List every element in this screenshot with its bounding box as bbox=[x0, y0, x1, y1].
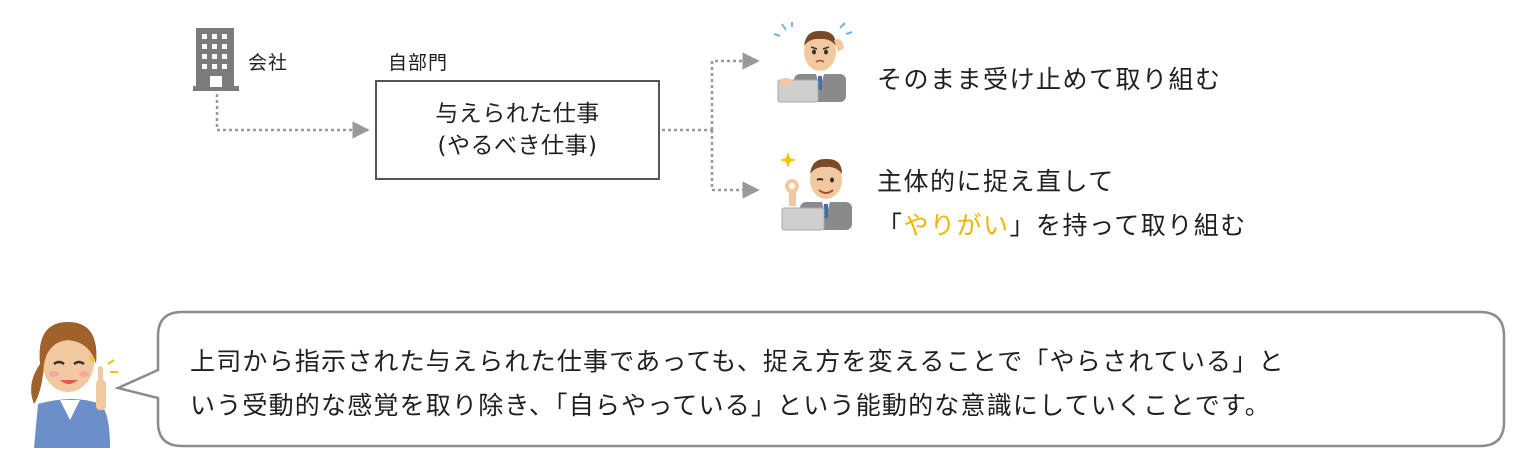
task-box: 与えられた仕事 (やるべき仕事) bbox=[375, 80, 660, 180]
outcome-2-line2: 「やりがい」を持って取り組む bbox=[877, 204, 1247, 248]
confident-man-icon bbox=[780, 152, 852, 231]
speech-line1: 上司から指示された与えられた仕事であっても、捉え方を変えることで「やらされている… bbox=[190, 347, 1285, 376]
company-to-task-arrow bbox=[215, 94, 370, 139]
outcome-2-suffix: 」を持って取り組む bbox=[1009, 211, 1247, 240]
task-box-line2: (やるべき仕事) bbox=[437, 133, 598, 159]
building-icon bbox=[193, 28, 239, 91]
department-label: 自部門 bbox=[388, 52, 449, 74]
branch-lower-arrow bbox=[710, 130, 760, 199]
task-box-line1: 与えられた仕事 bbox=[435, 101, 600, 127]
company-label: 会社 bbox=[248, 52, 289, 74]
flow-connectors bbox=[215, 52, 760, 199]
outcome-2: 主体的に捉え直して 「やりがい」を持って取り組む bbox=[877, 160, 1247, 248]
speech-bubble-shape bbox=[114, 310, 1506, 448]
branch-upper-arrow bbox=[710, 52, 760, 130]
speech-line2: いう受動的な感覚を取り除き、「自らやっている」という能動的な意識にしていくことで… bbox=[190, 391, 1271, 420]
outcome-1-text: そのまま受け止めて取り組む bbox=[877, 65, 1222, 94]
outcome-2-line1: 主体的に捉え直して bbox=[877, 167, 1115, 196]
highlight-text: やりがい bbox=[903, 211, 1010, 240]
woman-pointing-icon bbox=[31, 322, 118, 448]
outcome-2-prefix: 「 bbox=[877, 211, 904, 240]
speech-bubble-text: 上司から指示された与えられた仕事であっても、捉え方を変えることで「やらされている… bbox=[190, 340, 1285, 428]
worried-man-icon bbox=[773, 22, 853, 103]
